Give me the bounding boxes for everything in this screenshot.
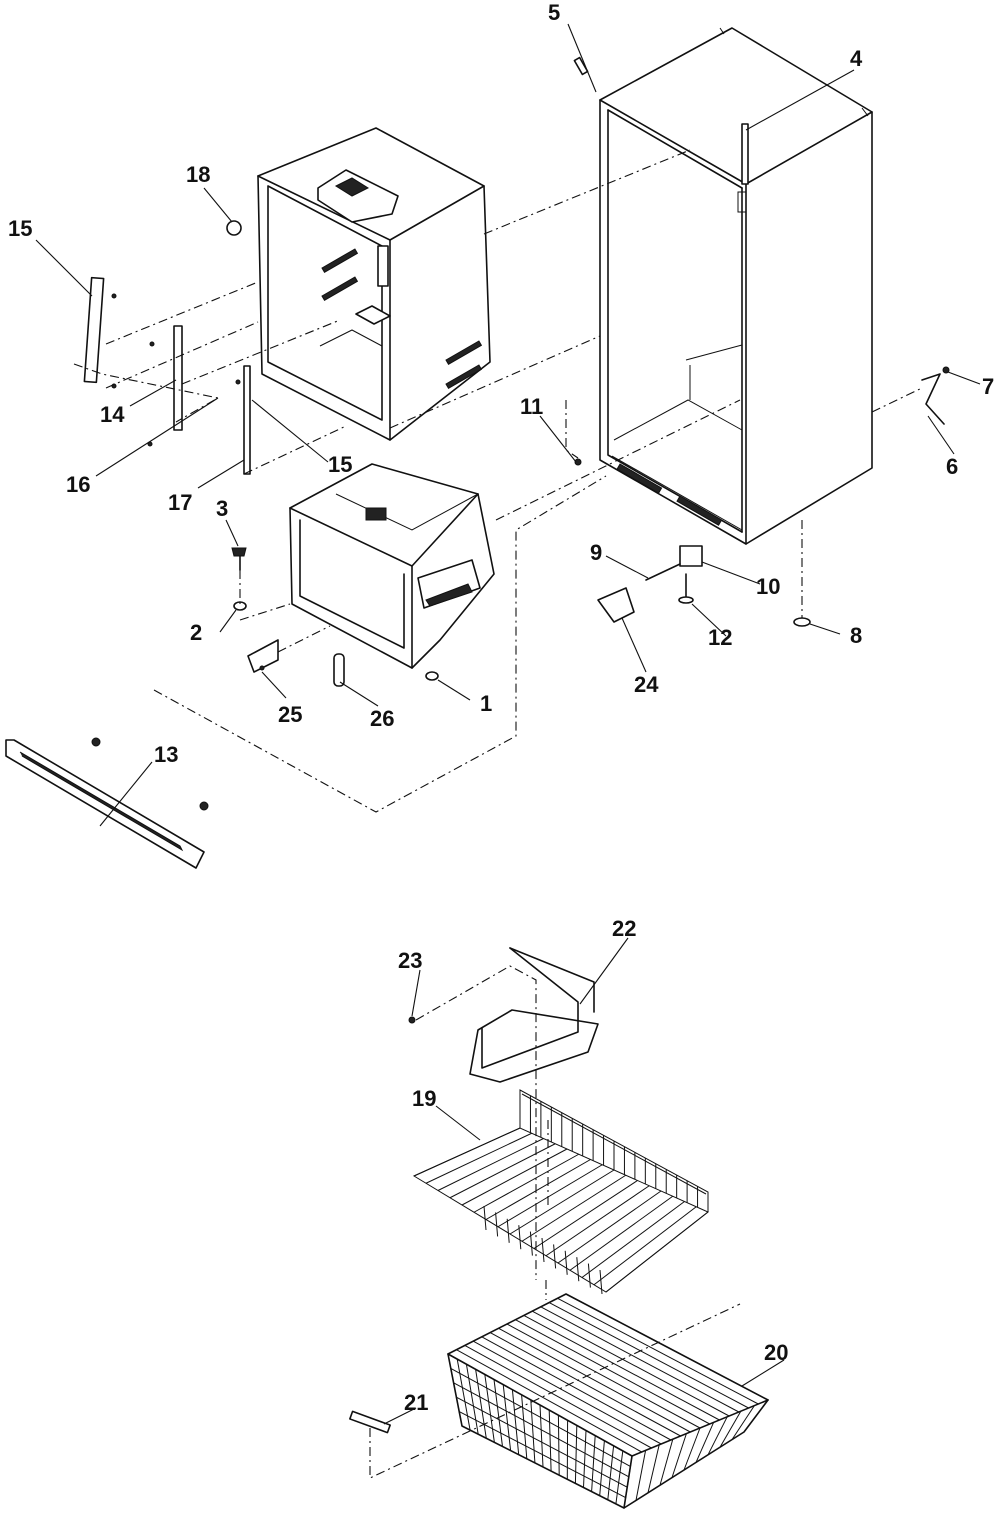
part-label-2: 2 <box>190 620 202 645</box>
assembly-lines <box>73 149 923 1479</box>
part-label-12: 12 <box>708 625 732 650</box>
part-label-18: 18 <box>186 162 210 187</box>
part-label-3: 3 <box>216 496 228 521</box>
part-label-19: 19 <box>412 1086 436 1111</box>
part-label-23: 23 <box>398 948 422 973</box>
part-label-15-rail: 15 <box>8 216 32 241</box>
freezer-liner <box>257 127 491 441</box>
part-label-14: 14 <box>100 402 125 427</box>
toe-grille <box>5 737 209 869</box>
part-label-7: 7 <box>982 374 994 399</box>
part-label-17: 17 <box>168 490 192 515</box>
part-label-8: 8 <box>850 623 862 648</box>
part-label-1: 1 <box>480 691 492 716</box>
cabinet-shell <box>599 27 873 545</box>
wire-basket <box>349 1293 769 1509</box>
left-rails <box>83 276 251 475</box>
part-labels: 1 2 3 4 5 6 7 8 9 10 11 12 13 14 15 15 1… <box>8 0 994 1415</box>
part-label-10: 10 <box>756 574 780 599</box>
part-label-26: 26 <box>370 706 394 731</box>
part-label-11: 11 <box>520 394 543 419</box>
part-label-15-bar: 15 <box>328 452 352 477</box>
part-label-22: 22 <box>612 916 636 941</box>
small-hardware <box>226 56 950 1024</box>
part-label-20: 20 <box>764 1340 788 1365</box>
drawer-housing <box>289 463 495 669</box>
part-label-9: 9 <box>590 540 602 565</box>
part-label-13: 13 <box>154 742 178 767</box>
part-label-21: 21 <box>404 1390 428 1415</box>
part-label-6: 6 <box>946 454 958 479</box>
part-label-4: 4 <box>850 46 863 71</box>
wire-shelf <box>412 1089 709 1295</box>
part-label-25: 25 <box>278 702 302 727</box>
part-label-16: 16 <box>66 472 90 497</box>
part-label-5: 5 <box>548 0 560 25</box>
basket-divider <box>469 947 599 1083</box>
part-label-24: 24 <box>634 672 659 697</box>
leader-lines <box>35 23 981 1425</box>
